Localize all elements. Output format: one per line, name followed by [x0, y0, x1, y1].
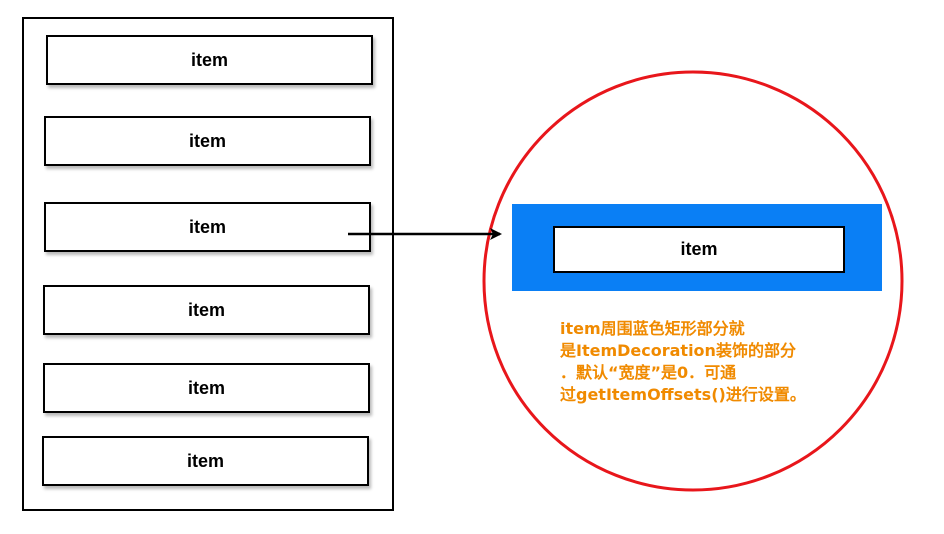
explanation-note: item周围蓝色矩形部分就 是ItemDecoration装饰的部分 ．默认“宽…: [560, 318, 850, 406]
note-line: ．默认“宽度”是0．可通: [560, 363, 737, 382]
list-item: item: [42, 436, 369, 486]
note-line: item周围蓝色矩形部分就: [560, 319, 745, 338]
list-item: item: [44, 202, 371, 252]
note-line: 过getItemOffsets()进行设置。: [560, 385, 806, 404]
note-line: 是ItemDecoration装饰的部分: [560, 341, 796, 360]
list-item: item: [44, 116, 371, 166]
zoomed-item: item: [553, 226, 845, 273]
list-item: item: [43, 285, 370, 335]
list-item: item: [43, 363, 370, 413]
list-item: item: [46, 35, 373, 85]
recyclerview-frame: [22, 17, 394, 511]
